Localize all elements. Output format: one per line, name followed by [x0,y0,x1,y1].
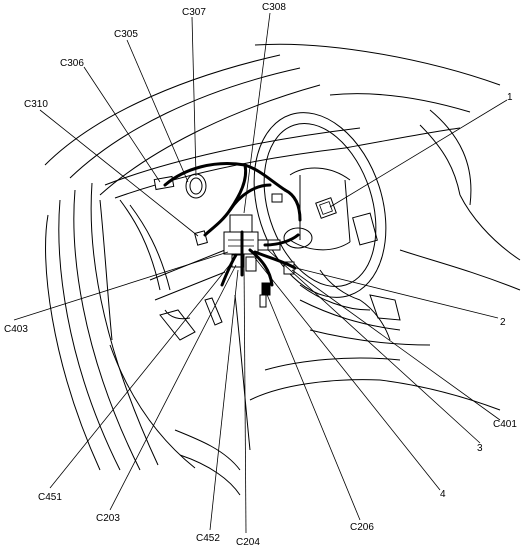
harness [163,162,302,287]
label-c306: C306 [60,58,84,69]
label-c305: C305 [114,29,138,40]
label-c204: C204 [236,537,260,548]
label-c401: C401 [493,419,517,430]
label-c203: C203 [96,513,120,524]
label-4: 4 [440,489,446,500]
label-2: 2 [500,317,506,328]
vehicle-outline [44,43,521,496]
label-3: 3 [477,443,483,454]
label-c310: C310 [24,99,48,110]
label-c307: C307 [182,7,206,18]
label-c308: C308 [262,2,286,13]
label-c451: C451 [38,492,62,503]
label-c403: C403 [4,324,28,335]
label-c206: C206 [350,522,374,533]
callout-labels: C307 C308 C305 C306 C310 1 C403 2 C401 3… [4,2,517,548]
label-c452: C452 [196,533,220,544]
label-1: 1 [507,92,513,103]
leader-lines [13,12,508,534]
